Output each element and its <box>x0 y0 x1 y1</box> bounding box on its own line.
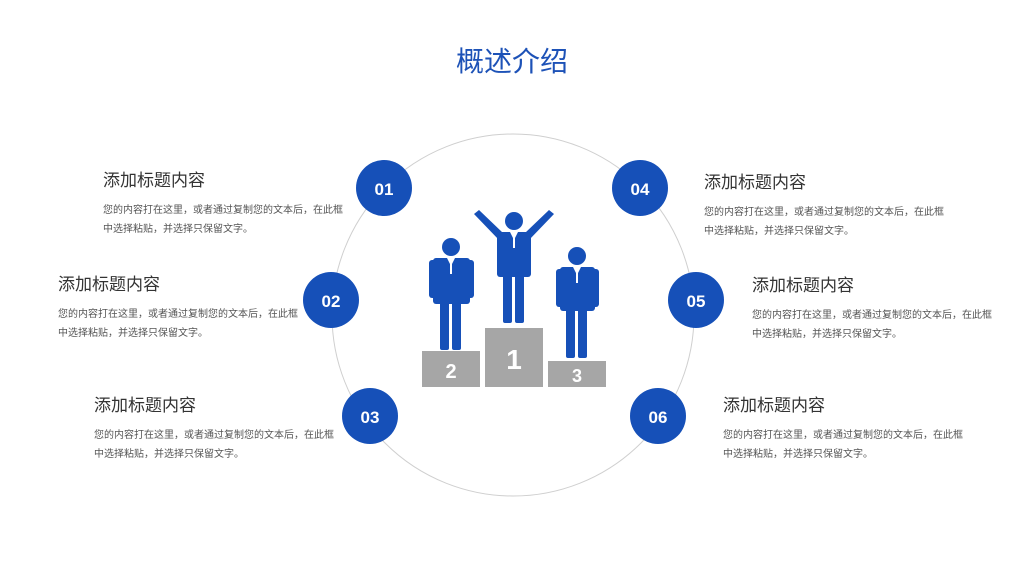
winner-figure-icon <box>474 210 554 323</box>
podium-first-label: 1 <box>506 344 522 375</box>
badge-01: 01 <box>356 160 412 216</box>
item-body: 您的内容打在这里，或者通过复制您的文本后，在此框中选择粘贴，并选择只保留文字。 <box>704 207 944 237</box>
badge-number: 02 <box>322 292 341 311</box>
badge-number: 03 <box>361 408 380 427</box>
badge-number: 01 <box>375 180 394 199</box>
podium-first-block <box>485 328 543 387</box>
item-title: 添加标题内容 <box>58 275 160 295</box>
podium-third-label: 3 <box>572 366 582 386</box>
badge-02: 02 <box>303 272 359 328</box>
item-title: 添加标题内容 <box>723 396 825 416</box>
item-title: 添加标题内容 <box>752 276 854 296</box>
podium-icon: 2 1 3 <box>422 328 606 387</box>
item-title: 添加标题内容 <box>103 171 205 191</box>
badge-06: 06 <box>630 388 686 444</box>
person-figure-icon <box>556 247 599 358</box>
badge-number: 06 <box>649 408 668 427</box>
badge-04: 04 <box>612 160 668 216</box>
item-02: 添加标题内容 您的内容打在这里，或者通过复制您的文本后，在此框中选择粘贴，并选择… <box>58 270 358 343</box>
item-title: 添加标题内容 <box>704 173 806 193</box>
podium-third-block <box>548 361 606 387</box>
item-body: 您的内容打在这里，或者通过复制您的文本后，在此框中选择粘贴，并选择只保留文字。 <box>58 309 298 339</box>
person-figure-icon <box>429 238 474 350</box>
badge-03: 03 <box>342 388 398 444</box>
item-01: 添加标题内容 您的内容打在这里，或者通过复制您的文本后，在此框中选择粘贴，并选择… <box>103 166 403 239</box>
badge-number: 05 <box>687 292 706 311</box>
page-title: 概述介绍 <box>455 45 568 78</box>
badge-number: 04 <box>631 180 650 199</box>
item-body: 您的内容打在这里，或者通过复制您的文本后，在此框中选择粘贴，并选择只保留文字。 <box>94 430 334 460</box>
item-06: 添加标题内容 您的内容打在这里，或者通过复制您的文本后，在此框中选择粘贴，并选择… <box>723 391 1023 464</box>
item-body: 您的内容打在这里，或者通过复制您的文本后，在此框中选择粘贴，并选择只保留文字。 <box>103 205 343 235</box>
item-03: 添加标题内容 您的内容打在这里，或者通过复制您的文本后，在此框中选择粘贴，并选择… <box>94 391 394 464</box>
item-body: 您的内容打在这里，或者通过复制您的文本后，在此框中选择粘贴，并选择只保留文字。 <box>752 310 992 340</box>
podium-second-block <box>422 351 480 387</box>
item-body: 您的内容打在这里，或者通过复制您的文本后，在此框中选择粘贴，并选择只保留文字。 <box>723 430 963 460</box>
item-04: 添加标题内容 您的内容打在这里，或者通过复制您的文本后，在此框中选择粘贴，并选择… <box>704 168 1004 241</box>
badge-05: 05 <box>668 272 724 328</box>
podium-second-label: 2 <box>445 361 456 383</box>
item-title: 添加标题内容 <box>94 396 196 416</box>
item-05: 添加标题内容 您的内容打在这里，或者通过复制您的文本后，在此框中选择粘贴，并选择… <box>752 271 1024 344</box>
